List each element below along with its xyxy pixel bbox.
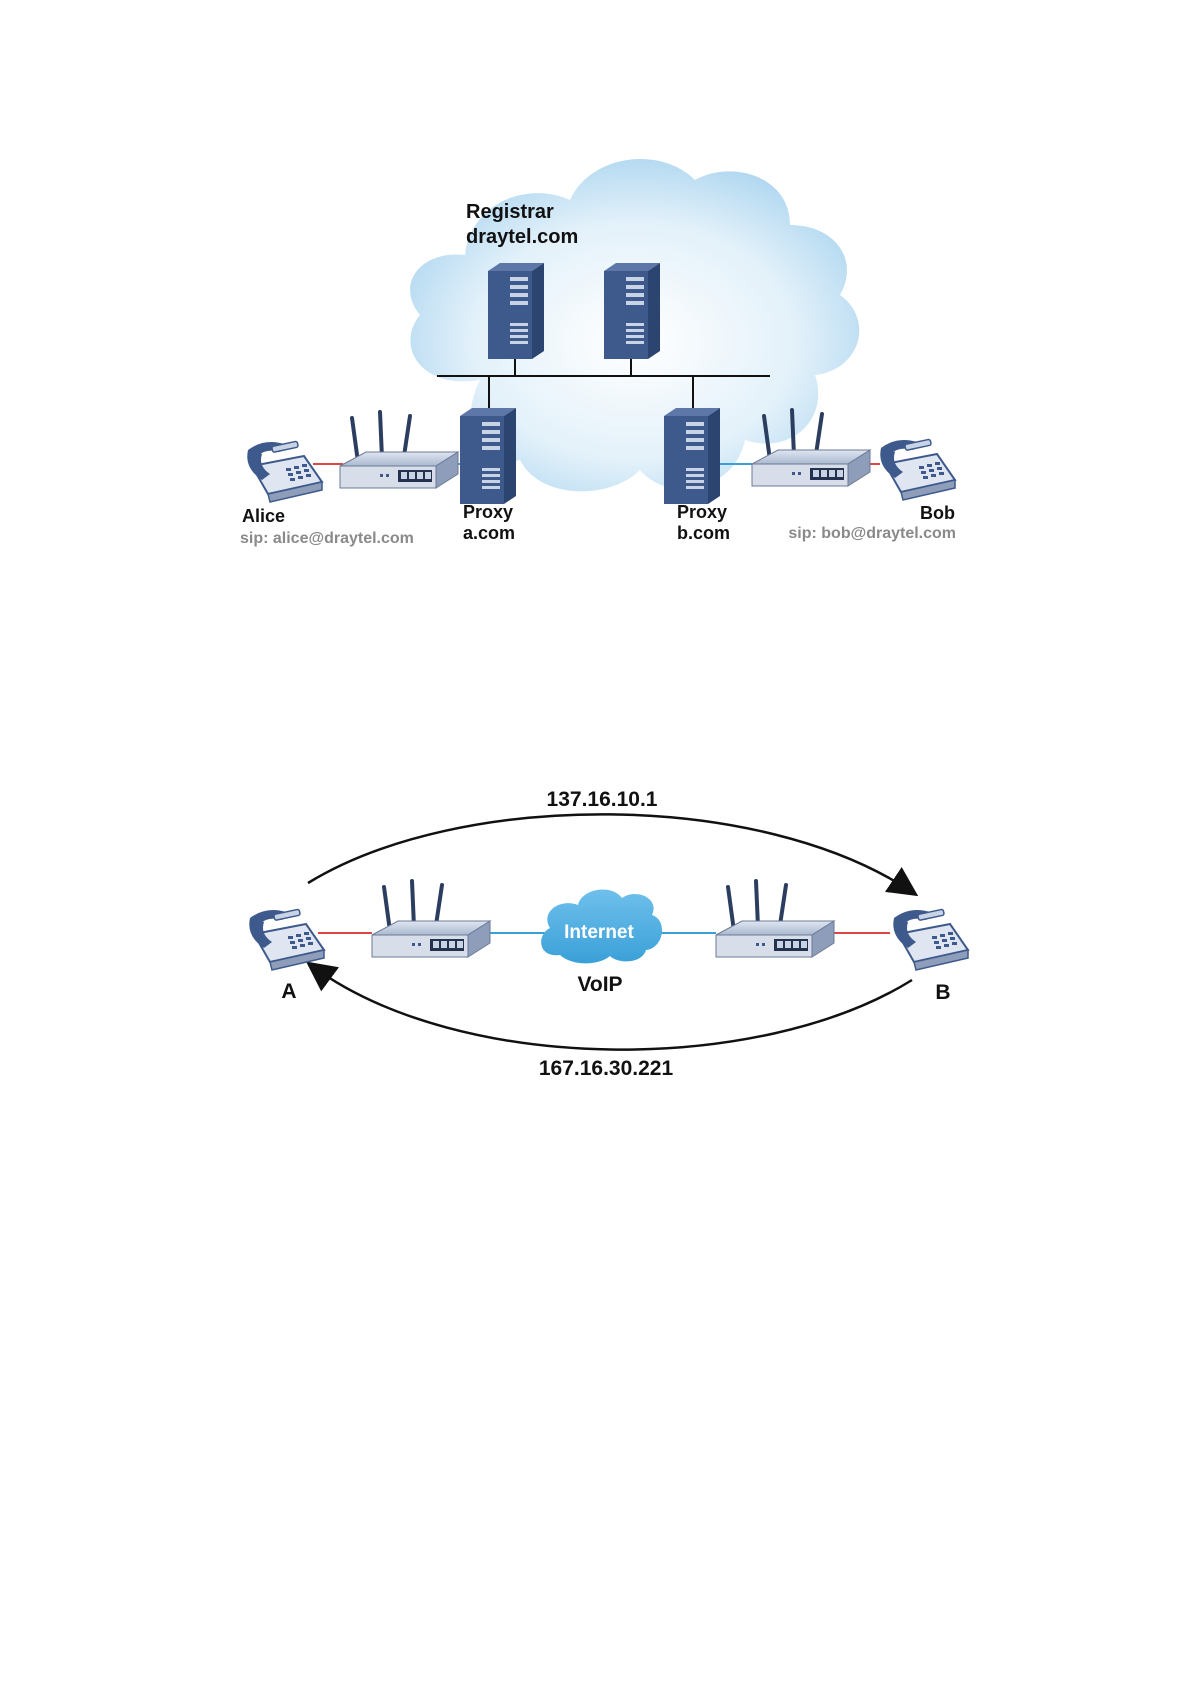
registrar-server-2-icon <box>604 263 660 359</box>
alice-router-icon <box>340 412 458 488</box>
top-arc-arrow <box>308 814 912 892</box>
b-router-icon <box>716 881 834 957</box>
alice-sip-label: sip: alice@draytel.com <box>240 530 414 547</box>
sip-registrar-diagram: Registrar draytel.com Alice sip: alice@d… <box>240 159 956 547</box>
a-router-icon <box>372 881 490 957</box>
proxy-b-domain-label: b.com <box>677 523 730 543</box>
top-ip-label: 137.16.10.1 <box>547 788 658 811</box>
bob-phone-icon <box>880 439 955 500</box>
endpoint-a-label: A <box>281 980 296 1003</box>
proxy-a-domain-label: a.com <box>463 523 515 543</box>
endpoint-b-label: B <box>935 981 950 1004</box>
proxy-a-server-icon <box>460 408 516 504</box>
registrar-label: Registrar <box>466 201 554 223</box>
bob-sip-label: sip: bob@draytel.com <box>788 525 956 542</box>
b-phone-icon <box>893 909 968 970</box>
voip-label: VoIP <box>577 973 622 996</box>
internet-label: Internet <box>564 922 634 943</box>
alice-name-label: Alice <box>242 506 285 526</box>
registrar-domain-label: draytel.com <box>466 226 578 248</box>
bob-name-label: Bob <box>920 503 955 523</box>
proxy-a-label: Proxy <box>463 502 513 522</box>
voip-ip-diagram: Internet 137.16.10.1 167.16.30.221 VoIP … <box>249 788 968 1080</box>
proxy-b-server-icon <box>664 408 720 504</box>
bottom-ip-label: 167.16.30.221 <box>539 1057 674 1080</box>
proxy-b-label: Proxy <box>677 502 727 522</box>
a-phone-icon <box>249 909 324 970</box>
registrar-server-icon <box>488 263 544 359</box>
alice-phone-icon <box>247 441 322 502</box>
